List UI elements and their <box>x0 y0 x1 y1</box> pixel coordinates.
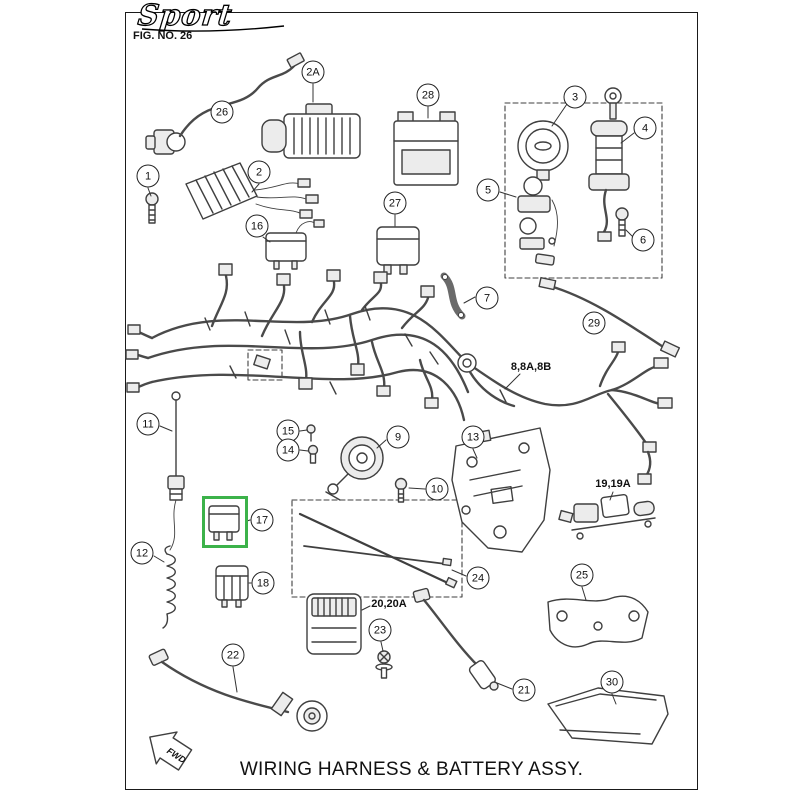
part-16-flasher-art <box>265 219 325 270</box>
part-18-relay-art <box>215 565 249 608</box>
callout-28: 28 <box>416 83 440 107</box>
callout-10: 10 <box>425 477 449 501</box>
callout-30: 30 <box>600 670 624 694</box>
dashed-group-cable-ties <box>291 499 463 598</box>
part-23-screw-art <box>375 650 393 679</box>
part-22-cable-art <box>148 648 328 732</box>
callout-3: 3 <box>563 85 587 109</box>
part-26-art <box>145 52 305 155</box>
part-25-bracket-art <box>547 595 649 648</box>
callout-17: 17 <box>250 508 274 532</box>
part-10-bolt-art <box>394 477 408 503</box>
callout-9: 9 <box>386 425 410 449</box>
callout-22: 22 <box>221 643 245 667</box>
part-15-screw-art <box>306 424 316 442</box>
callout-7: 7 <box>475 286 499 310</box>
callout-18: 18 <box>251 571 275 595</box>
figure-number: FIG. NO. 26 <box>133 30 193 42</box>
label-19-19a: 19,19A <box>595 478 631 490</box>
part-2-regulator-art <box>185 162 319 220</box>
callout-29: 29 <box>582 311 606 335</box>
callout-6: 6 <box>631 228 655 252</box>
part-28-battery-art <box>393 111 459 186</box>
highlight-box[interactable] <box>202 496 248 548</box>
part-9-horn-art <box>325 436 384 501</box>
callout-12: 12 <box>130 541 154 565</box>
part-24-cable-tie-art <box>298 512 458 589</box>
wiring-harness-art <box>125 263 673 485</box>
part-29-cable-art <box>538 276 681 358</box>
figure-title: WIRING HARNESS & BATTERY ASSY. <box>239 759 584 780</box>
leader-lines <box>147 83 635 705</box>
dashed-group-connector <box>247 349 283 381</box>
part-13-bracket-art <box>451 427 551 553</box>
part-2a-art <box>261 103 361 159</box>
callout-4: 4 <box>633 116 657 140</box>
callout-11: 11 <box>136 412 160 436</box>
callout-26: 26 <box>210 100 234 124</box>
callout-2a: 2A <box>301 60 325 84</box>
part-14-screw-art <box>307 444 319 464</box>
part-30-guard-art <box>547 687 669 745</box>
dashed-group-ignition <box>504 102 663 279</box>
part-20-ecu-art <box>306 593 362 655</box>
part-6-bolt-art <box>615 207 629 237</box>
part-21-sensor-art <box>412 587 499 691</box>
part-19-sensor-art <box>558 493 656 540</box>
part-7-strap-art <box>440 272 466 320</box>
part-1-bolt-art <box>145 192 159 224</box>
callout-1: 1 <box>136 164 160 188</box>
callout-25: 25 <box>570 563 594 587</box>
fwd-arrow: FWD <box>149 731 193 771</box>
label-20-20a: 20,20A <box>371 598 407 610</box>
part-12-spring-art <box>162 545 176 629</box>
callout-27: 27 <box>383 191 407 215</box>
part-27-relay-art <box>376 226 420 275</box>
part-11-antenna-art <box>167 391 185 551</box>
callout-23: 23 <box>368 618 392 642</box>
callout-2: 2 <box>247 160 271 184</box>
callout-24: 24 <box>466 566 490 590</box>
part-17-relay-art[interactable] <box>208 505 240 541</box>
part-3-fuel-cap-art <box>517 120 569 181</box>
callout-13: 13 <box>461 425 485 449</box>
callout-5: 5 <box>476 178 500 202</box>
part-4-key-lock-art <box>588 87 630 242</box>
callout-16: 16 <box>245 214 269 238</box>
brand-logo-text: Sport <box>136 0 234 32</box>
callout-21: 21 <box>512 678 536 702</box>
brand-logo: Sport <box>134 0 294 41</box>
part-5-sender-art <box>517 176 558 266</box>
callout-14: 14 <box>276 438 300 462</box>
label-8-8a-8b: 8,8A,8B <box>510 361 552 373</box>
